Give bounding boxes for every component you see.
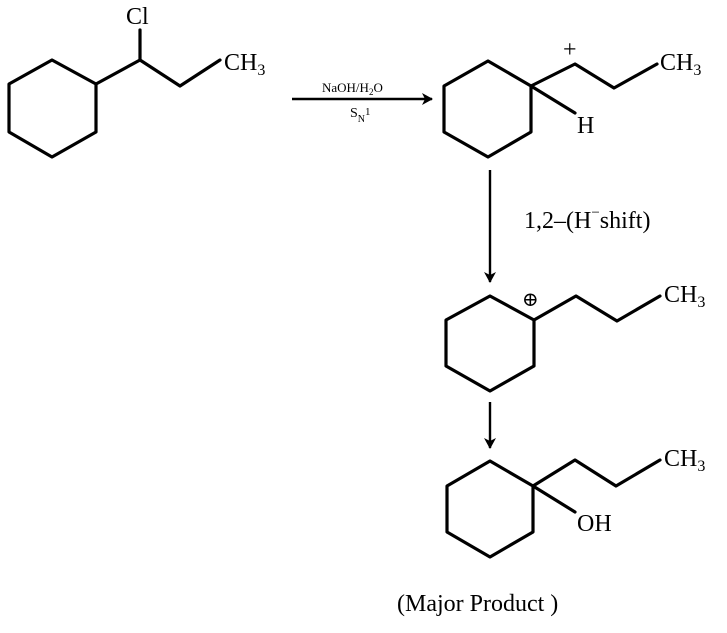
primary-carbocation-molecule: + H CH3: [442, 37, 701, 159]
intermediate2-side-chain: [532, 294, 662, 323]
oh-label: OH: [577, 511, 612, 537]
product-side-chain: [531, 458, 662, 488]
reactant-molecule: Cl CH3: [7, 4, 265, 159]
mechanism-label: SN1: [350, 106, 371, 125]
major-product-caption: (Major Product ): [397, 591, 558, 617]
tertiary-charge-label: ⊕: [522, 289, 539, 311]
product-cyclohexane-ring: [445, 459, 535, 559]
reactant-ch3-label: CH3: [224, 50, 265, 79]
product-ch3-label: CH3: [664, 446, 705, 475]
reactant-side-chain: [94, 58, 222, 88]
shift-label: 1,2–(H−shift): [524, 205, 650, 234]
h-label: H: [577, 113, 594, 139]
intermediate2-cyclohexane-ring: [444, 294, 536, 393]
intermediate1-c-h-bond: [529, 84, 577, 115]
intermediate2-ch3-label: CH3: [664, 282, 705, 311]
hydride-shift-step: 1,2–(H−shift): [484, 170, 650, 283]
cl-label: Cl: [126, 4, 149, 30]
intermediate1-cyclohexane-ring: [442, 59, 533, 159]
product-molecule: OH CH3 (Major Product ): [397, 446, 705, 617]
reaction-arrow-group: NaOH/H2O SN1: [292, 80, 433, 125]
product-c-oh-bond: [531, 484, 577, 514]
intermediate1-side-chain: [529, 62, 659, 90]
reagent-label: NaOH/H2O: [322, 80, 383, 97]
intermediate1-ch3-label: CH3: [660, 50, 701, 79]
primary-charge-label: +: [563, 37, 577, 63]
tertiary-carbocation-molecule: ⊕ CH3: [444, 282, 705, 393]
reactant-cyclohexane-ring: [7, 58, 98, 159]
